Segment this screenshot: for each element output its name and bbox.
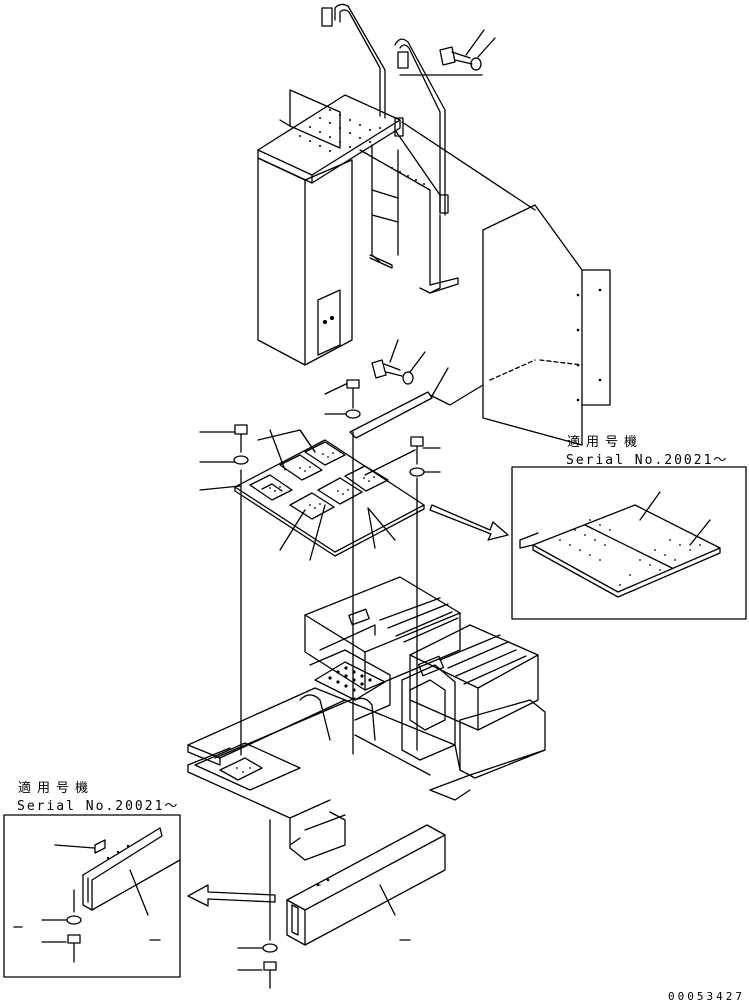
lower-inset-serial-label: Serial No.20021～ <box>17 799 180 814</box>
floor-plate <box>235 430 424 560</box>
upper-inset-frame <box>512 467 746 619</box>
base-frame-assembly <box>188 577 545 860</box>
drawing-number: 00053427 <box>668 990 745 1003</box>
bolt-bottom <box>238 820 277 988</box>
step-column-assembly <box>258 4 458 365</box>
bolt-mid-right <box>372 340 425 384</box>
lower-inset-frame <box>4 815 180 977</box>
upper-inset-applicable-label: 適用号機 <box>567 435 644 450</box>
upper-inset-serial-label: Serial No.20021～ <box>566 453 729 468</box>
bolt-center <box>325 380 360 418</box>
leader-line <box>402 122 535 210</box>
side-cover-panel <box>483 205 610 445</box>
lower-channel-beam <box>287 825 445 945</box>
bolt-right <box>410 437 440 750</box>
bolt-upper-right <box>440 30 495 70</box>
bracket-bar <box>350 368 448 754</box>
floor-perforation <box>269 452 375 509</box>
arrow-to-upper-inset <box>430 505 508 540</box>
arrow-to-lower-inset <box>188 885 275 906</box>
lower-inset-applicable-label: 適用号機 <box>18 781 95 796</box>
bolt-left <box>200 425 248 755</box>
